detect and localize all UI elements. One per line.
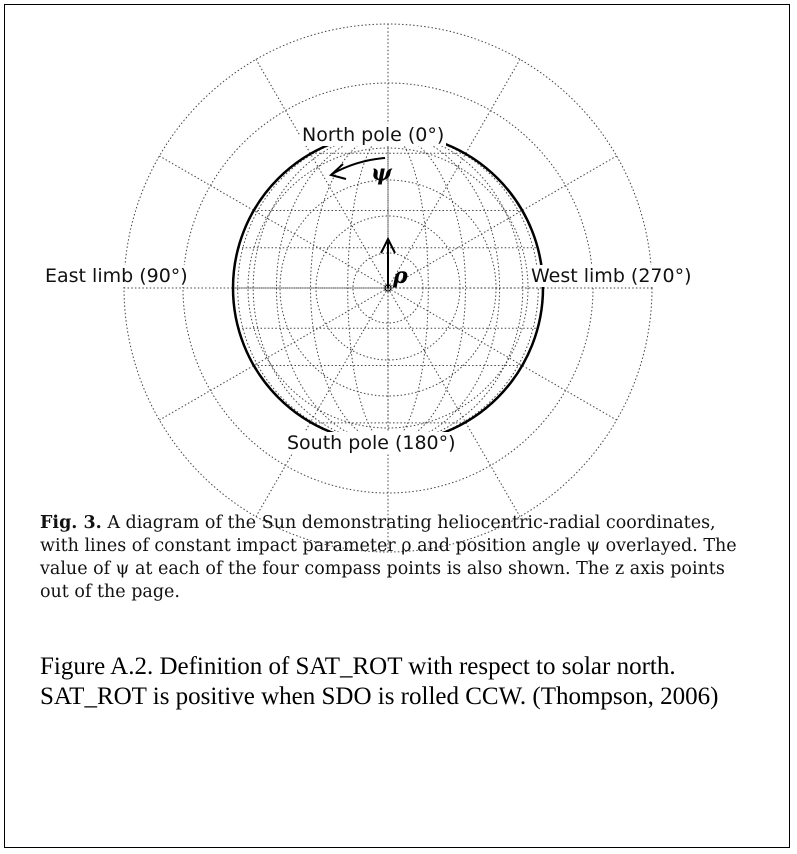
position-angle-line bbox=[387, 287, 521, 517]
psi-symbol: ψ bbox=[371, 160, 392, 186]
figure-note: Figure A.2. Definition of SAT_ROT with r… bbox=[40, 653, 719, 710]
rho-symbol: ρ bbox=[393, 263, 408, 289]
position-angle-line bbox=[159, 287, 389, 421]
label-south-pole: South pole (180°) bbox=[285, 432, 458, 454]
sun-center bbox=[384, 284, 392, 292]
rho-arrow bbox=[380, 236, 396, 288]
label-east-limb: East limb (90°) bbox=[43, 265, 190, 287]
figure-number: Fig. 3. bbox=[40, 513, 102, 533]
meridian-line bbox=[387, 132, 429, 444]
figure-caption: Fig. 3. A diagram of the Sun demonstrati… bbox=[40, 512, 745, 604]
label-west-limb: West limb (270°) bbox=[529, 265, 694, 287]
figure-caption-text: A diagram of the Sun demonstrating helio… bbox=[40, 513, 737, 602]
position-angle-line bbox=[255, 59, 389, 289]
psi-arrow bbox=[328, 157, 386, 180]
label-north-pole: North pole (0°) bbox=[300, 124, 447, 146]
meridian-line bbox=[310, 132, 389, 444]
meridian-line bbox=[387, 132, 466, 444]
